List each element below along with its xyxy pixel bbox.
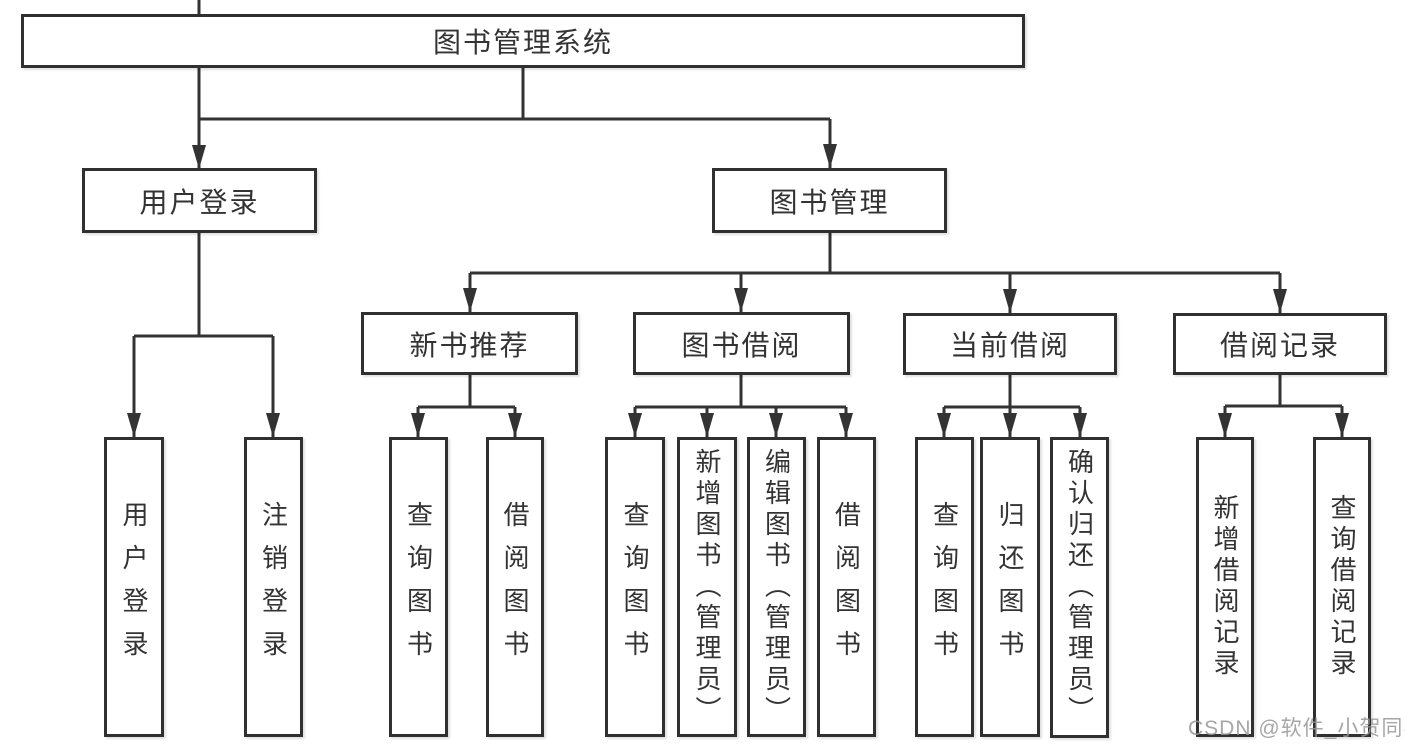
connector-borrow-to-leaves <box>628 375 853 437</box>
csdn-watermark: CSDN @软件_小贺同学 <box>1188 717 1405 740</box>
leaf-label: 编辑图书（管理员） <box>761 447 792 727</box>
leaf-label: 注销登录 <box>258 501 289 673</box>
leaf-add-book-admin: 新增图书（管理员） <box>677 437 737 737</box>
leaf-label: 查询图书 <box>929 501 960 673</box>
leaf-label: 借阅图书 <box>831 501 862 673</box>
leaf-query-books-borrow: 查询图书 <box>605 437 665 737</box>
node-borrow-records: 借阅记录 <box>1173 313 1387 375</box>
leaf-label: 归还图书 <box>995 501 1025 673</box>
leaf-label: 查询图书 <box>403 501 434 673</box>
node-new-book-recommend: 新书推荐 <box>361 312 578 375</box>
leaf-query-borrow-record: 查询借阅记录 <box>1313 437 1371 737</box>
node-current-borrow: 当前借阅 <box>903 313 1117 375</box>
leaf-label: 查询图书 <box>620 501 650 673</box>
connector-recommend-to-leaves <box>411 375 522 437</box>
node-book-management: 图书管理 <box>712 168 947 233</box>
leaf-confirm-return-admin: 确认归还（管理员） <box>1050 437 1109 738</box>
connector-userlogin-to-leaves <box>127 233 280 437</box>
leaf-label: 新增借阅记录 <box>1210 494 1240 680</box>
leaf-query-books-recommend: 查询图书 <box>389 437 448 737</box>
connector-current-to-leaves <box>937 375 1087 437</box>
connector-records-to-leaves <box>1218 375 1349 437</box>
leaf-logout: 注销登录 <box>244 437 303 737</box>
leaf-label: 确认归还（管理员） <box>1064 448 1095 727</box>
leaf-user-login: 用户登录 <box>104 437 164 737</box>
leaf-label: 查询借阅记录 <box>1327 494 1357 680</box>
leaf-label: 借阅图书 <box>500 501 530 673</box>
connector-bookmgmt-to-level3 <box>463 233 1287 313</box>
leaf-borrow-books-recommend: 借阅图书 <box>486 437 544 737</box>
leaf-edit-book-admin: 编辑图书（管理员） <box>747 437 806 737</box>
leaf-query-books-current: 查询图书 <box>915 437 974 737</box>
leaf-label: 用户登录 <box>119 501 149 673</box>
node-user-login: 用户登录 <box>82 168 317 233</box>
leaf-borrow-books: 借阅图书 <box>817 437 876 737</box>
node-book-management-system: 图书管理系统 <box>21 14 1025 68</box>
connector-root-to-level2 <box>192 0 837 169</box>
leaf-return-book: 归还图书 <box>980 437 1040 737</box>
leaf-add-borrow-record: 新增借阅记录 <box>1196 437 1254 737</box>
leaf-label: 新增图书（管理员） <box>692 447 722 727</box>
node-book-borrow: 图书借阅 <box>633 312 850 375</box>
